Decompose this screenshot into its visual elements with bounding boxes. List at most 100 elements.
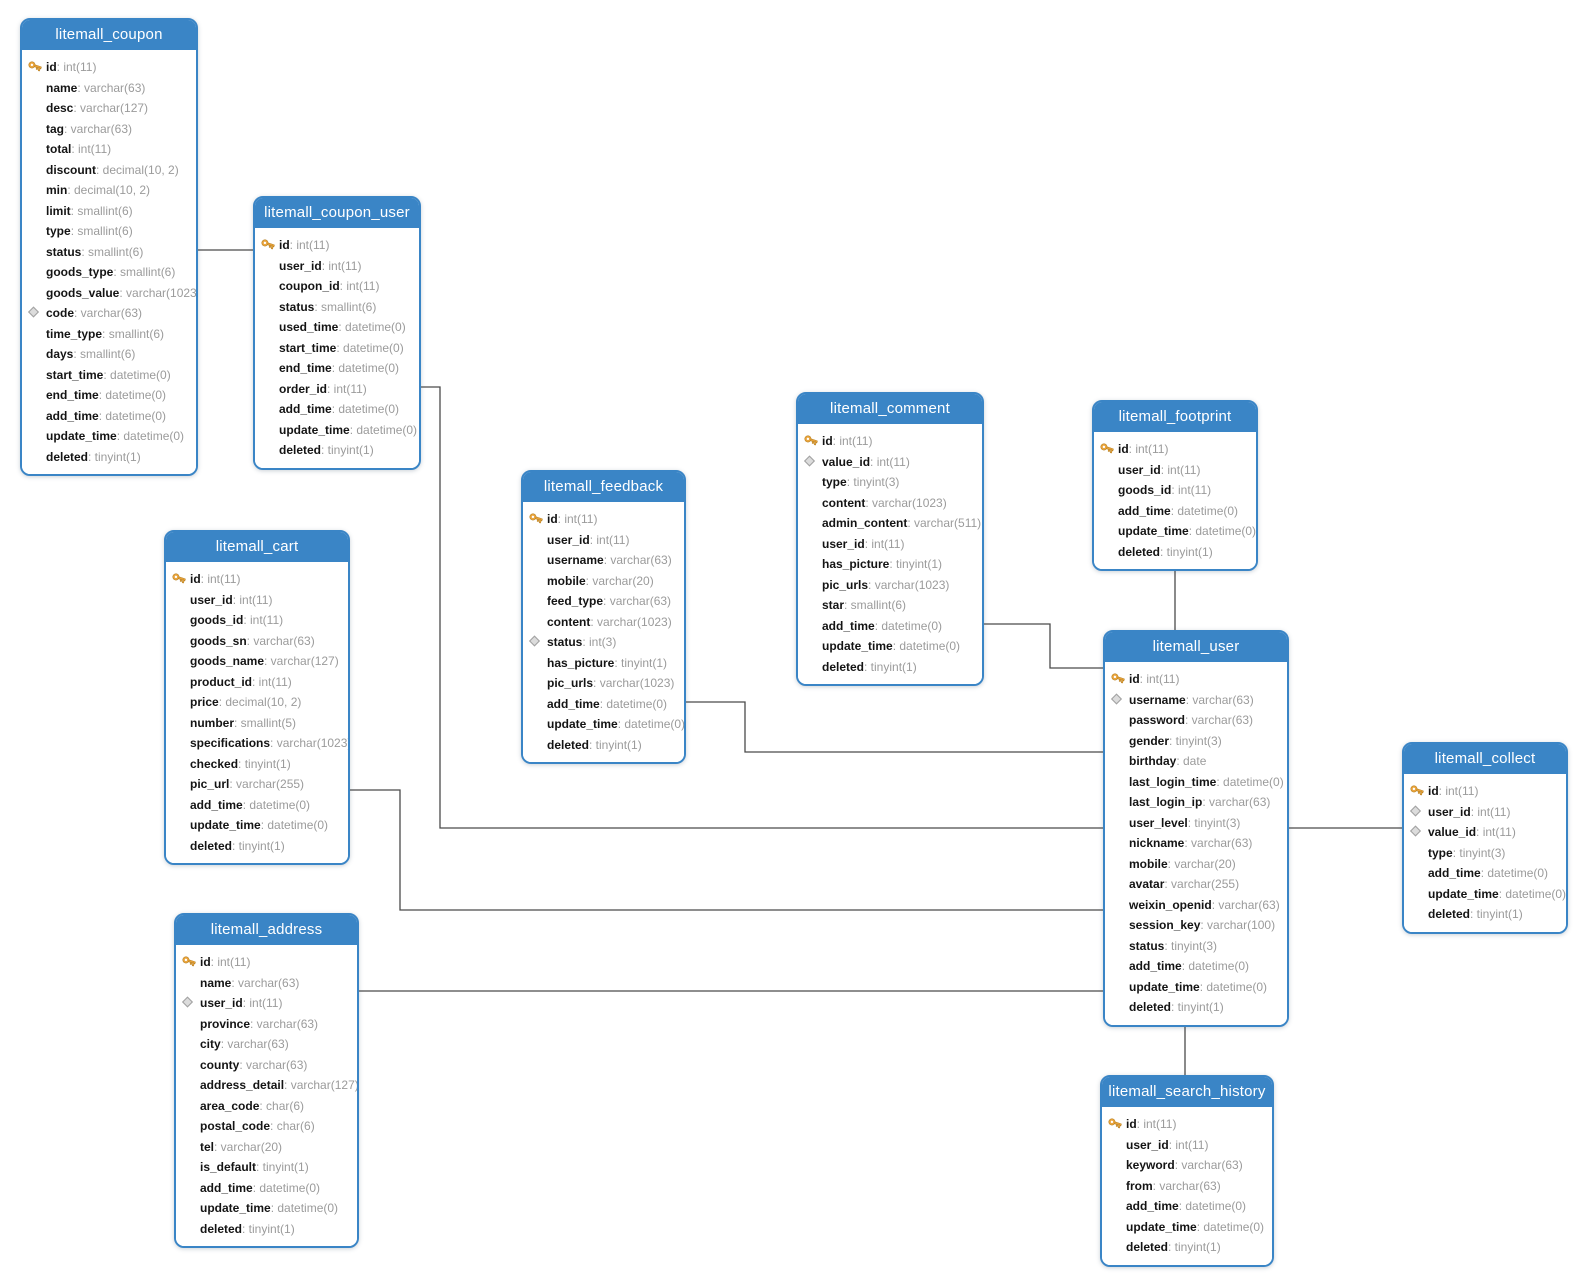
field-row-status[interactable]: status: smallint(6): [22, 242, 196, 263]
field-row-min[interactable]: min: decimal(10, 2): [22, 180, 196, 201]
field-row-user_id[interactable]: user_id: int(11): [1102, 1135, 1272, 1156]
field-row-username[interactable]: username: varchar(63): [523, 550, 684, 571]
field-row-user_id[interactable]: user_id: int(11): [1094, 460, 1256, 481]
field-row-type[interactable]: type: tinyint(3): [798, 472, 982, 493]
field-row-user_id[interactable]: user_id: int(11): [255, 256, 419, 277]
field-row-feed_type[interactable]: feed_type: varchar(63): [523, 591, 684, 612]
field-row-start_time[interactable]: start_time: datetime(0): [255, 338, 419, 359]
field-row-id[interactable]: id: int(11): [523, 509, 684, 530]
field-row-value_id[interactable]: value_id: int(11): [798, 452, 982, 473]
field-row-mobile[interactable]: mobile: varchar(20): [523, 571, 684, 592]
field-row-code[interactable]: code: varchar(63): [22, 303, 196, 324]
field-row-deleted[interactable]: deleted: tinyint(1): [1105, 997, 1287, 1018]
field-row-deleted[interactable]: deleted: tinyint(1): [166, 836, 348, 857]
table-header[interactable]: litemall_collect: [1404, 744, 1566, 774]
table-header[interactable]: litemall_coupon_user: [255, 198, 419, 228]
field-row-city[interactable]: city: varchar(63): [176, 1034, 357, 1055]
field-row-update_time[interactable]: update_time: datetime(0): [22, 426, 196, 447]
table-litemall_search_history[interactable]: litemall_search_history id: int(11)user_i…: [1100, 1075, 1274, 1267]
field-row-type[interactable]: type: tinyint(3): [1404, 843, 1566, 864]
field-row-type[interactable]: type: smallint(6): [22, 221, 196, 242]
field-row-goods_value[interactable]: goods_value: varchar(1023): [22, 283, 196, 304]
field-row-id[interactable]: id: int(11): [1105, 669, 1287, 690]
field-row-goods_type[interactable]: goods_type: smallint(6): [22, 262, 196, 283]
field-row-nickname[interactable]: nickname: varchar(63): [1105, 833, 1287, 854]
field-row-id[interactable]: id: int(11): [1404, 781, 1566, 802]
field-row-desc[interactable]: desc: varchar(127): [22, 98, 196, 119]
field-row-user_id[interactable]: user_id: int(11): [798, 534, 982, 555]
field-row-admin_content[interactable]: admin_content: varchar(511): [798, 513, 982, 534]
field-row-province[interactable]: province: varchar(63): [176, 1014, 357, 1035]
relationship-litemall_cart-litemall_user[interactable]: [350, 789, 1103, 911]
field-row-value_id[interactable]: value_id: int(11): [1404, 822, 1566, 843]
field-row-tel[interactable]: tel: varchar(20): [176, 1137, 357, 1158]
field-row-total[interactable]: total: int(11): [22, 139, 196, 160]
field-row-name[interactable]: name: varchar(63): [176, 973, 357, 994]
relationship-litemall_coupon_user-litemall_user[interactable]: [421, 386, 1103, 829]
field-row-is_default[interactable]: is_default: tinyint(1): [176, 1157, 357, 1178]
field-row-update_time[interactable]: update_time: datetime(0): [255, 420, 419, 441]
field-row-mobile[interactable]: mobile: varchar(20): [1105, 854, 1287, 875]
table-header[interactable]: litemall_footprint: [1094, 402, 1256, 432]
field-row-keyword[interactable]: keyword: varchar(63): [1102, 1155, 1272, 1176]
field-row-add_time[interactable]: add_time: datetime(0): [1105, 956, 1287, 977]
field-row-id[interactable]: id: int(11): [1102, 1114, 1272, 1135]
field-row-update_time[interactable]: update_time: datetime(0): [1105, 977, 1287, 998]
table-header[interactable]: litemall_address: [176, 915, 357, 945]
field-row-last_login_ip[interactable]: last_login_ip: varchar(63): [1105, 792, 1287, 813]
field-row-update_time[interactable]: update_time: datetime(0): [1102, 1217, 1272, 1238]
field-row-start_time[interactable]: start_time: datetime(0): [22, 365, 196, 386]
field-row-deleted[interactable]: deleted: tinyint(1): [798, 657, 982, 678]
field-row-gender[interactable]: gender: tinyint(3): [1105, 731, 1287, 752]
field-row-user_id[interactable]: user_id: int(11): [523, 530, 684, 551]
field-row-user_id[interactable]: user_id: int(11): [176, 993, 357, 1014]
table-header[interactable]: litemall_user: [1105, 632, 1287, 662]
field-row-add_time[interactable]: add_time: datetime(0): [523, 694, 684, 715]
field-row-postal_code[interactable]: postal_code: char(6): [176, 1116, 357, 1137]
field-row-number[interactable]: number: smallint(5): [166, 713, 348, 734]
field-row-area_code[interactable]: area_code: char(6): [176, 1096, 357, 1117]
field-row-pic_urls[interactable]: pic_urls: varchar(1023): [523, 673, 684, 694]
field-row-user_id[interactable]: user_id: int(11): [166, 590, 348, 611]
field-row-add_time[interactable]: add_time: datetime(0): [166, 795, 348, 816]
field-row-specifications[interactable]: specifications: varchar(1023): [166, 733, 348, 754]
field-row-add_time[interactable]: add_time: datetime(0): [1102, 1196, 1272, 1217]
field-row-days[interactable]: days: smallint(6): [22, 344, 196, 365]
field-row-content[interactable]: content: varchar(1023): [523, 612, 684, 633]
field-row-product_id[interactable]: product_id: int(11): [166, 672, 348, 693]
field-row-id[interactable]: id: int(11): [22, 57, 196, 78]
field-row-goods_sn[interactable]: goods_sn: varchar(63): [166, 631, 348, 652]
field-row-goods_id[interactable]: goods_id: int(11): [1094, 480, 1256, 501]
field-row-deleted[interactable]: deleted: tinyint(1): [1404, 904, 1566, 925]
field-row-update_time[interactable]: update_time: datetime(0): [798, 636, 982, 657]
field-row-name[interactable]: name: varchar(63): [22, 78, 196, 99]
field-row-content[interactable]: content: varchar(1023): [798, 493, 982, 514]
table-litemall_collect[interactable]: litemall_collect id: int(11)user_id: int(…: [1402, 742, 1568, 934]
field-row-end_time[interactable]: end_time: datetime(0): [22, 385, 196, 406]
field-row-deleted[interactable]: deleted: tinyint(1): [176, 1219, 357, 1240]
field-row-has_picture[interactable]: has_picture: tinyint(1): [523, 653, 684, 674]
field-row-user_id[interactable]: user_id: int(11): [1404, 802, 1566, 823]
field-row-update_time[interactable]: update_time: datetime(0): [1404, 884, 1566, 905]
field-row-price[interactable]: price: decimal(10, 2): [166, 692, 348, 713]
field-row-pic_urls[interactable]: pic_urls: varchar(1023): [798, 575, 982, 596]
field-row-used_time[interactable]: used_time: datetime(0): [255, 317, 419, 338]
field-row-star[interactable]: star: smallint(6): [798, 595, 982, 616]
field-row-id[interactable]: id: int(11): [166, 569, 348, 590]
field-row-from[interactable]: from: varchar(63): [1102, 1176, 1272, 1197]
field-row-avatar[interactable]: avatar: varchar(255): [1105, 874, 1287, 895]
relationship-litemall_feedback-litemall_user[interactable]: [686, 701, 1103, 753]
field-row-discount[interactable]: discount: decimal(10, 2): [22, 160, 196, 181]
field-row-has_picture[interactable]: has_picture: tinyint(1): [798, 554, 982, 575]
field-row-deleted[interactable]: deleted: tinyint(1): [1094, 542, 1256, 563]
field-row-session_key[interactable]: session_key: varchar(100): [1105, 915, 1287, 936]
table-header[interactable]: litemall_search_history: [1102, 1077, 1272, 1107]
field-row-status[interactable]: status: int(3): [523, 632, 684, 653]
